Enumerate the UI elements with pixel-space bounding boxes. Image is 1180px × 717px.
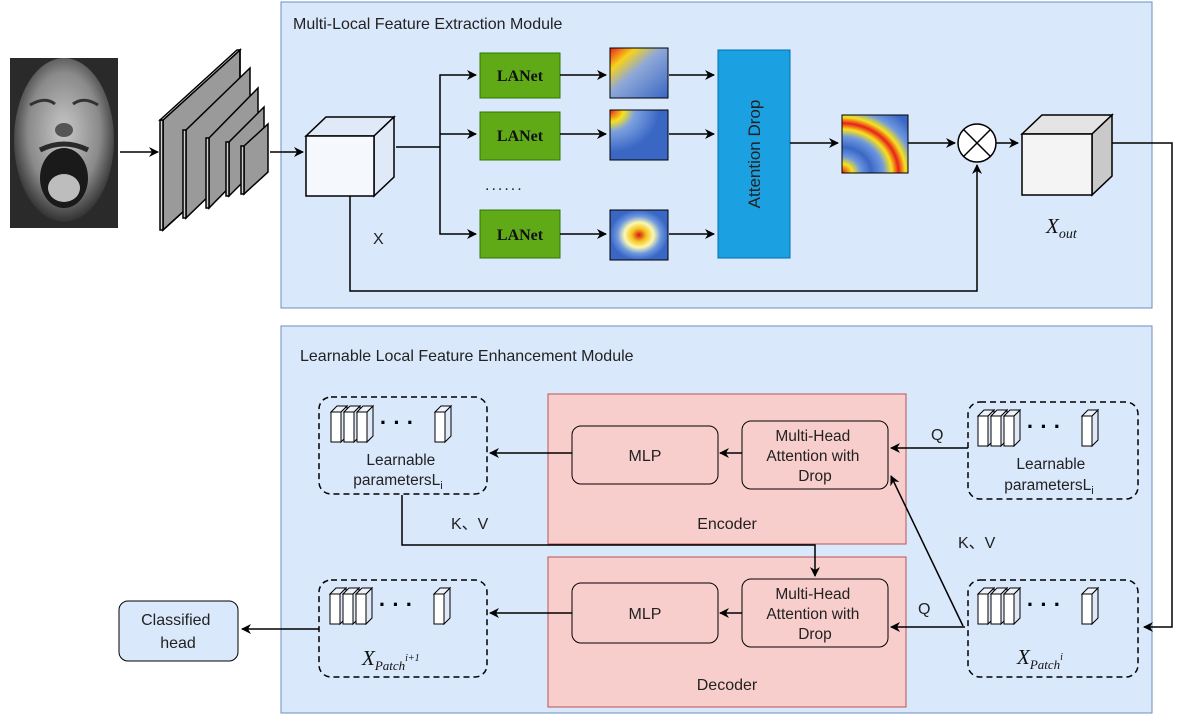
lanet-to-heatmap-arrows xyxy=(560,70,607,239)
heatmap-to-attention-arrows xyxy=(669,70,715,239)
x-out-to-patch-connector xyxy=(1112,142,1173,632)
token-block xyxy=(433,404,453,444)
feature-cube-x xyxy=(304,115,396,198)
token-ellipsis: · · · xyxy=(1027,592,1061,617)
svg-text:LANet: LANet xyxy=(497,227,544,244)
token-ellipsis: · · · xyxy=(1027,414,1061,439)
patch-output-label: XPatchi+1 xyxy=(361,646,420,673)
token-block xyxy=(1080,586,1100,626)
feature-extraction-module-title: Multi-Local Feature Extraction Module xyxy=(293,16,563,33)
q-label-encoder: Q xyxy=(931,427,943,444)
learnable-params-input-group: · · · Learnable parametersLi xyxy=(967,401,1139,500)
heatmap-output xyxy=(841,114,909,174)
heatmap-1 xyxy=(609,47,669,99)
learnable-params-output-group: · · · Learnable parametersLi xyxy=(318,396,488,495)
heatmap-3 xyxy=(609,209,669,261)
token-block xyxy=(354,586,374,626)
attention-drop-label: Attention Drop xyxy=(745,100,764,209)
skip-connection-line xyxy=(349,164,982,292)
encoder-attention xyxy=(741,420,889,490)
token-block xyxy=(432,586,452,626)
kv-label-decoder: K、V xyxy=(451,516,489,533)
label-x-out: Xout xyxy=(1045,214,1078,242)
token-ellipsis: · · · xyxy=(379,592,413,617)
feature-extraction-module xyxy=(280,1,1153,309)
lanet-box-2: LANet xyxy=(479,111,561,161)
token-ellipsis: · · · xyxy=(380,410,414,435)
branch-connectors xyxy=(396,70,477,239)
cnn-layer-stack xyxy=(158,48,269,232)
token-block xyxy=(1002,586,1022,626)
q-label-decoder: Q xyxy=(918,601,930,618)
learnable-params-output-label: Learnable parametersLi xyxy=(353,452,442,492)
svg-text:LANet: LANet xyxy=(497,128,544,145)
classified-head-label: Classified head xyxy=(141,612,215,652)
decoder-title: Decoder xyxy=(697,677,758,694)
lanet-box-1: LANet xyxy=(479,52,561,99)
kv-label-encoder: K、V xyxy=(958,535,996,552)
encoder-mlp-label: MLP xyxy=(629,448,662,465)
token-block xyxy=(1002,408,1022,448)
feature-cube-x-out xyxy=(1020,113,1114,197)
encoder-attention-label: Multi-Head Attention with Drop xyxy=(766,428,863,485)
svg-text:LANet: LANet xyxy=(497,68,544,85)
token-block xyxy=(355,404,375,444)
learnable-params-input-label: Learnable parametersLi xyxy=(1004,456,1093,497)
decoder-attention-label: Multi-Head Attention with Drop xyxy=(766,586,863,643)
encoder-mlp xyxy=(571,425,719,485)
feature-enhancement-module-title: Learnable Local Feature Enhancement Modu… xyxy=(300,348,634,365)
lanet-box-3: LANet xyxy=(479,209,561,259)
patch-input-group: · · · XPatchi xyxy=(967,579,1139,678)
patch-output-group: · · · XPatchi+1 xyxy=(318,579,488,678)
token-block xyxy=(1080,408,1100,448)
heatmap-2 xyxy=(609,109,669,161)
kv-arrow-encoder xyxy=(890,475,964,627)
decoder-mlp-label: MLP xyxy=(629,606,662,623)
label-x: X xyxy=(373,231,384,248)
classified-head-box xyxy=(118,600,239,662)
patch-input-label: XPatchi xyxy=(1016,645,1063,672)
kv-arrow-decoder xyxy=(401,495,820,577)
multiply-operator xyxy=(957,123,997,163)
face-input-image xyxy=(10,58,118,228)
lanet-ellipsis: ...... xyxy=(485,177,524,194)
encoder-title: Encoder xyxy=(697,516,757,533)
attention-drop-box xyxy=(717,49,791,259)
